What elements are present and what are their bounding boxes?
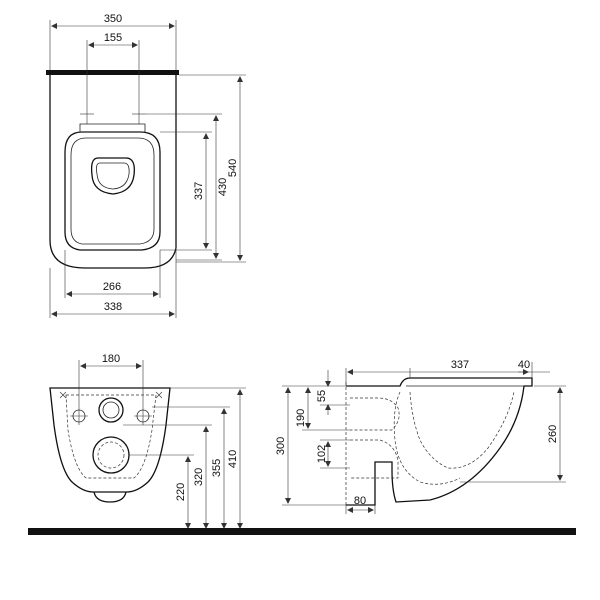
front-fixing-left	[70, 407, 88, 425]
side-outlet-channel	[350, 439, 399, 479]
dim-side-inlet-height: 190	[295, 409, 307, 427]
dim-side-rim-height: 260	[547, 425, 559, 443]
front-outlet-inner	[97, 441, 125, 469]
dim-side-outlet-projection: 80	[354, 495, 366, 507]
dim-fixing-spacing-top: 155	[104, 32, 122, 44]
side-flush-channel	[350, 397, 400, 431]
top-bowl-opening-inner	[96, 162, 130, 190]
top-view: 350 155 266 338 337 430 540	[46, 13, 246, 318]
dim-side-inlet-diameter: 102	[316, 445, 328, 463]
top-fixing-cross-right	[132, 108, 146, 124]
front-inlet-circle	[98, 397, 124, 423]
dim-side-rim-length: 337	[451, 359, 469, 371]
dim-drain-height: 220	[175, 483, 187, 501]
dim-overall-depth: 540	[227, 159, 239, 177]
top-wall-bar	[46, 70, 179, 75]
dim-seat-depth: 337	[193, 182, 205, 200]
side-body-outline	[346, 377, 533, 506]
top-seat-outline	[64, 131, 161, 251]
side-trap	[393, 391, 461, 485]
top-seat-inner	[70, 137, 155, 245]
top-hinge	[79, 123, 146, 133]
front-inner-outline	[65, 394, 157, 479]
side-view: 337 40 260 300 190 55 102 80	[275, 359, 566, 514]
dim-fixing-to-front: 430	[217, 178, 229, 196]
dim-side-top-offset: 55	[316, 390, 328, 402]
top-fixing-cross-left	[80, 108, 94, 124]
dim-side-wall-offset: 40	[518, 359, 530, 371]
dim-side-fixing-block: 300	[275, 437, 287, 455]
floor-line	[28, 528, 576, 535]
front-outlet	[93, 491, 127, 503]
front-inlet-inner	[102, 401, 120, 419]
top-bowl-opening	[90, 157, 135, 195]
dim-fixing-height: 355	[211, 459, 223, 477]
side-bowl-inner	[409, 391, 515, 469]
dim-bowl-width: 338	[104, 301, 122, 313]
front-bowl-outline	[49, 387, 171, 493]
front-outlet-circle	[92, 436, 130, 474]
dim-inlet-height: 320	[193, 468, 205, 486]
top-bowl-outline	[49, 75, 177, 269]
front-view: 180 220 320 355 410	[49, 353, 246, 529]
dim-seat-width: 266	[103, 281, 121, 293]
dim-overall-width: 350	[104, 13, 122, 25]
dim-front-fixing-spacing: 180	[102, 353, 120, 365]
dim-rim-height: 410	[227, 450, 239, 468]
front-fixing-right	[134, 407, 152, 425]
